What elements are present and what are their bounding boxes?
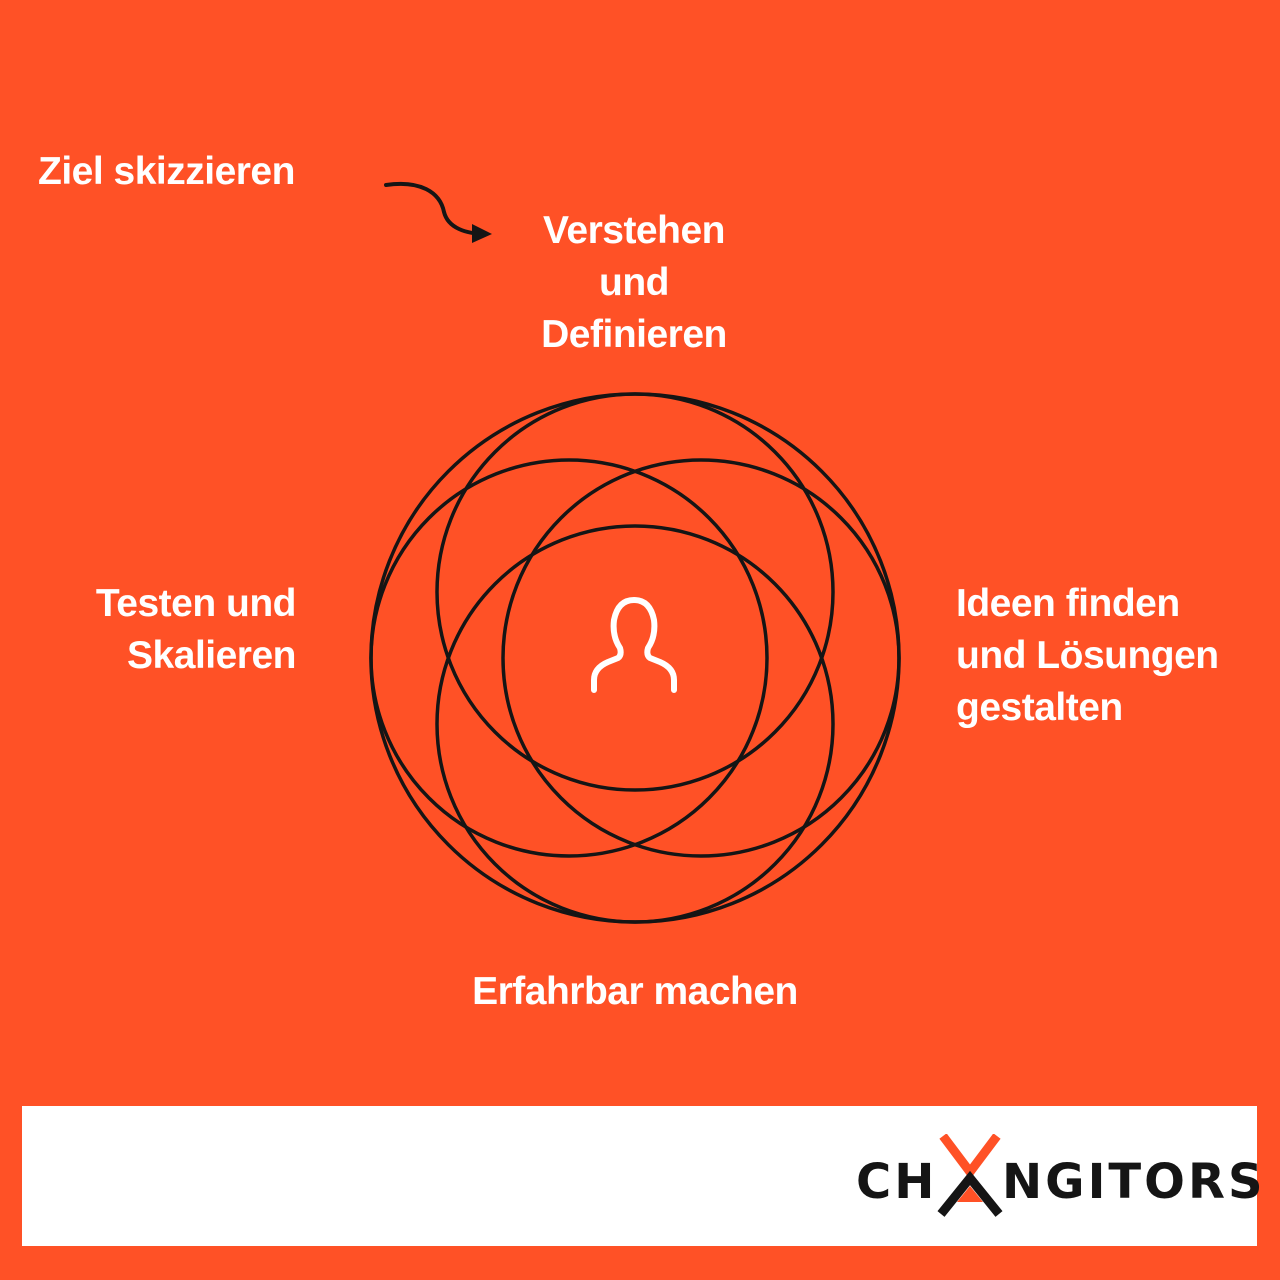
label-line: Verstehen	[543, 209, 725, 252]
top-circle	[435, 392, 835, 792]
label-line: Ideen finden	[956, 582, 1180, 625]
logo-text-left: CH	[856, 1154, 938, 1210]
label-line: gestalten	[956, 686, 1123, 729]
footer-bar: CH NGITORS	[22, 1106, 1263, 1246]
right-circle	[501, 458, 901, 858]
curved-arrow-icon	[384, 181, 488, 236]
label-line: und	[599, 261, 669, 304]
logo-text-right: NGITORS	[1002, 1154, 1266, 1210]
arrow-head	[472, 224, 492, 243]
outer-circle	[369, 392, 901, 924]
bottom-circle	[435, 524, 835, 924]
person-icon	[591, 597, 677, 693]
goal-label: Ziel skizzieren	[38, 150, 295, 193]
label-line: Definieren	[541, 313, 727, 356]
ideas-solutions-label: Ideen finden und Lösungen gestalten	[956, 578, 1219, 734]
test-scale-label: Testen und Skalieren	[40, 578, 297, 682]
overlapping-circles	[369, 392, 901, 924]
label-line: und Lösungen	[956, 634, 1219, 677]
make-experienceable-label: Erfahrbar machen	[472, 970, 798, 1013]
cycle-diagram	[369, 181, 901, 924]
label-line: Skalieren	[127, 634, 296, 677]
left-circle	[369, 458, 769, 858]
x-arrow-logo-mark	[937, 1134, 1003, 1217]
understand-define-label: Verstehen und Definieren	[500, 205, 768, 361]
changitors-logo: CH NGITORS	[852, 1134, 1263, 1224]
label-line: Testen und	[95, 582, 297, 625]
